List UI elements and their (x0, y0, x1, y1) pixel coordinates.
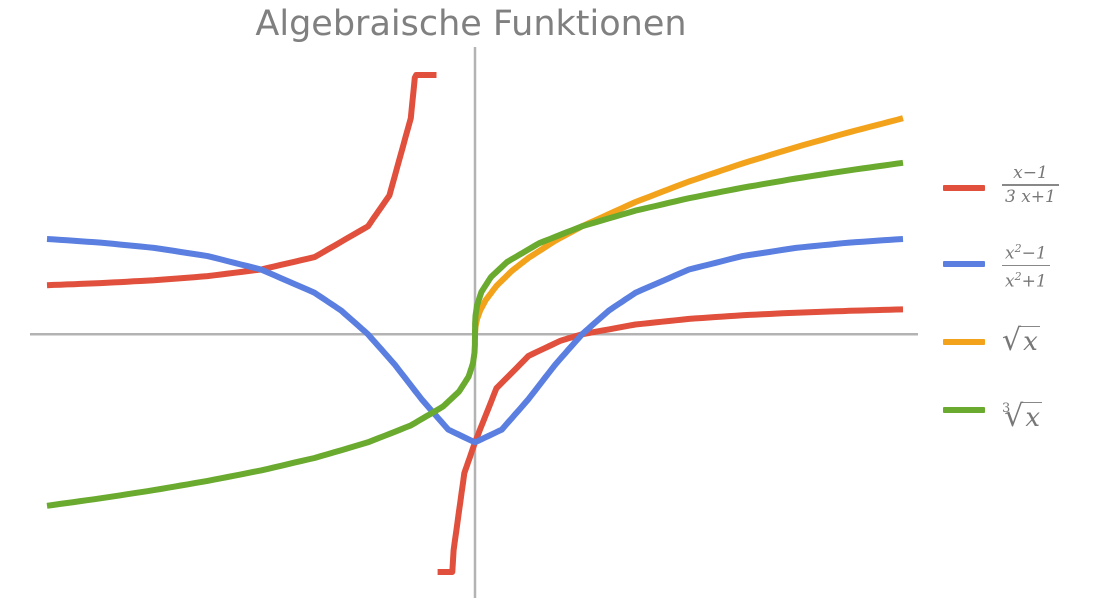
legend-swatch-sqrt (943, 339, 985, 345)
denominator-rest: +1 (1021, 271, 1047, 292)
legend-numerator: x−1 (1013, 163, 1048, 183)
legend-denominator: 3 x+1 (1005, 186, 1056, 207)
series-layer (46, 72, 904, 575)
legend-item-rational: x−1 3 x+1 (940, 162, 1090, 212)
radicand: x (1021, 326, 1040, 357)
legend-numerator: x2−1 (1002, 238, 1050, 265)
denominator-base: x (1005, 271, 1015, 292)
radicand: x (1023, 402, 1043, 433)
legend-swatch-quadratic-rational (943, 261, 985, 267)
fraction-bar (1002, 184, 1059, 186)
chart-title: Algebraische Funktionen (255, 4, 687, 44)
legend-item-sqrt: √x (940, 316, 1090, 366)
numerator-exponent: 2 (1014, 242, 1022, 255)
numerator-rest: −1 (1021, 243, 1047, 264)
legend-swatch-cbrt (943, 407, 985, 413)
series-line-0 (46, 72, 904, 575)
series-line-2 (472, 115, 904, 337)
legend-label-sqrt: √x (1002, 316, 1040, 367)
numerator-base: x (1005, 243, 1015, 264)
fraction-bar (1002, 264, 1050, 267)
legend-item-quadratic-rational: x2−1 x2+1 (940, 238, 1090, 292)
denominator-exponent: 2 (1014, 270, 1022, 284)
root-index: 3 (1002, 401, 1011, 416)
legend-swatch-rational (943, 185, 985, 191)
legend-item-cbrt: 3√x (940, 384, 1090, 434)
plot-area (30, 47, 918, 598)
legend-label-cbrt: 3√x (1002, 384, 1043, 443)
series-line-3 (46, 159, 904, 509)
series-line-1 (46, 236, 904, 446)
legend-label-quadratic-rational: x2−1 x2+1 (1002, 238, 1050, 293)
legend-label-rational: x−1 3 x+1 (1002, 162, 1059, 208)
radical-sign: √ (1004, 399, 1024, 434)
radical-sign: √ (1002, 323, 1022, 358)
legend-denominator: x2+1 (1002, 266, 1050, 293)
